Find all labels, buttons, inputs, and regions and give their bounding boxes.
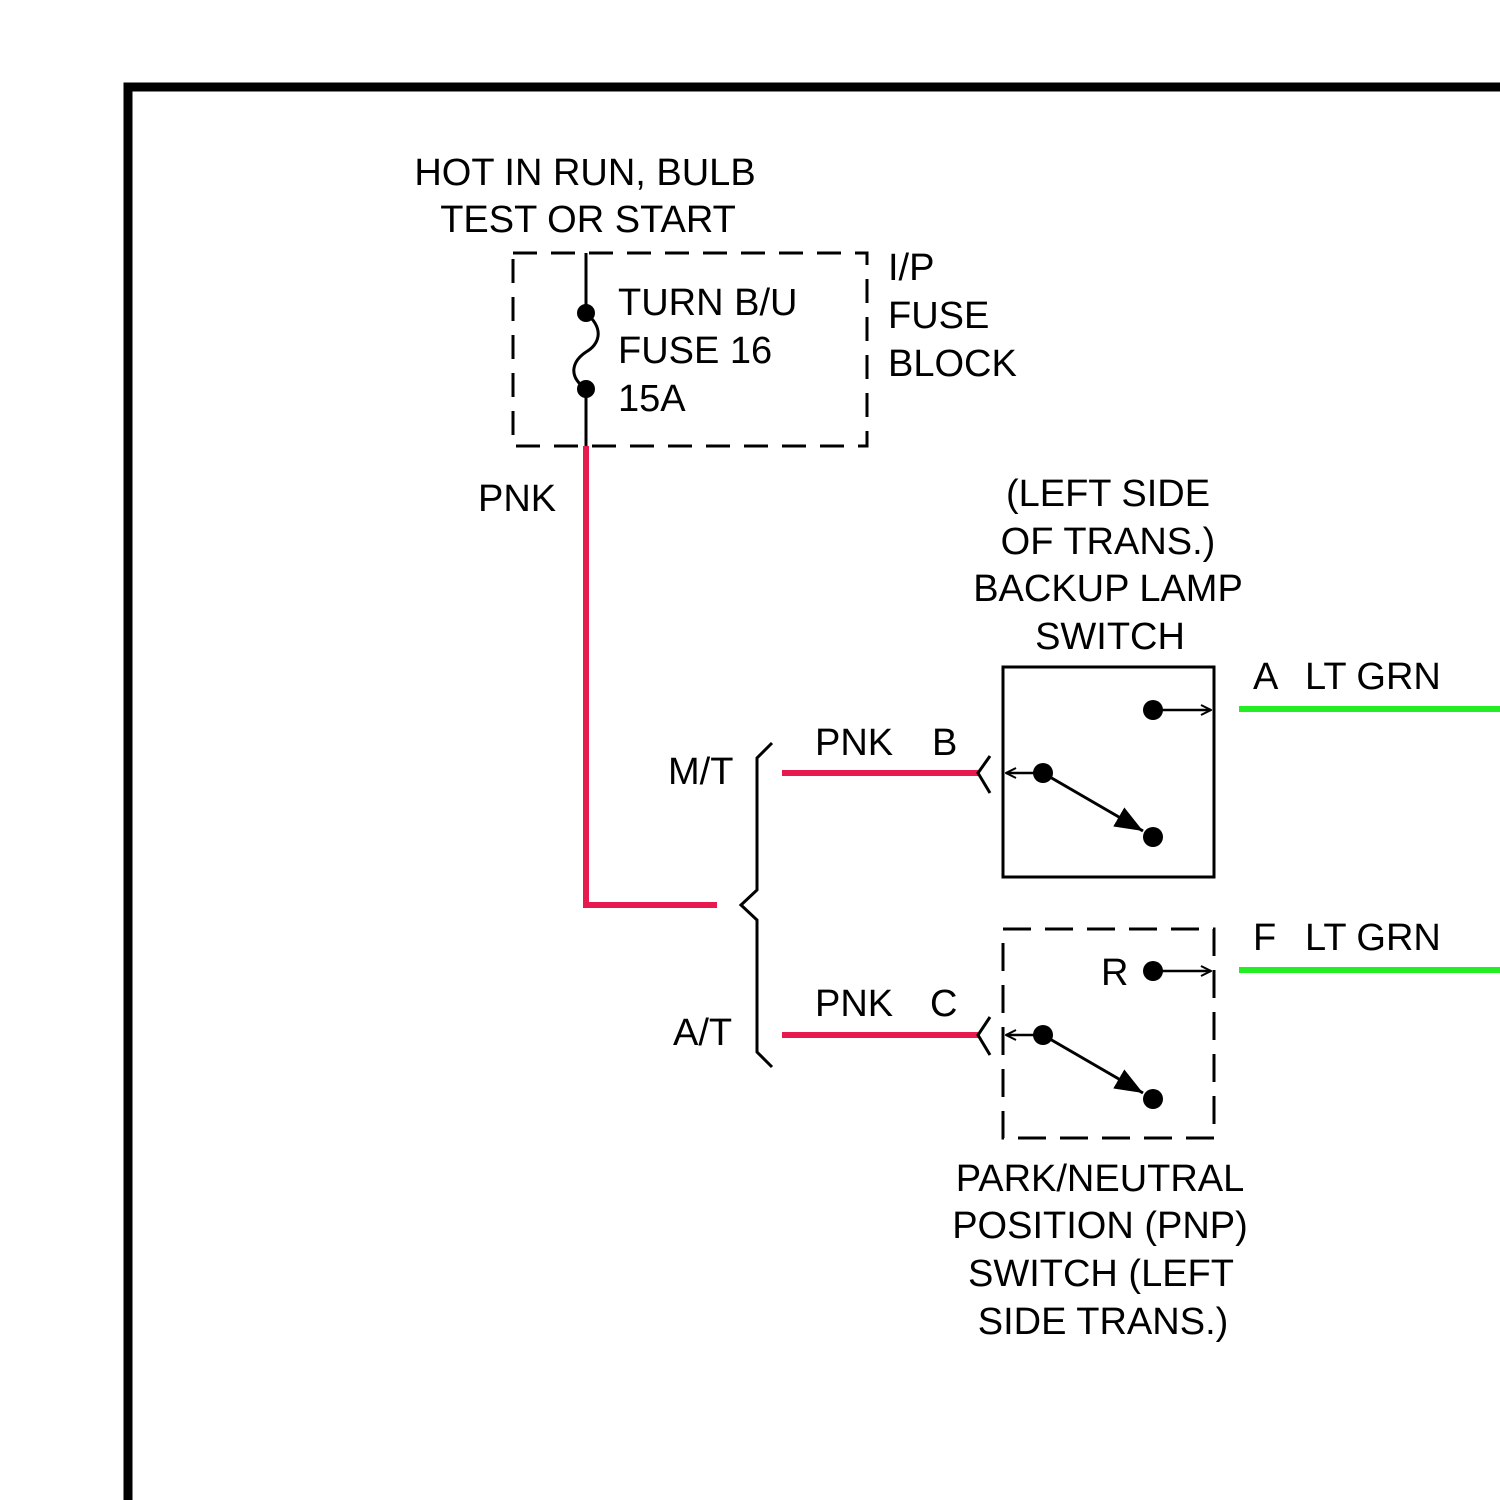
backup-out-color-label: LT GRN: [1305, 656, 1441, 698]
mt-connector-symbol: [978, 756, 990, 793]
pnp-switch-label-line3: SWITCH (LEFT: [968, 1253, 1234, 1295]
main-pnk-wire: [586, 446, 717, 905]
fuse-block-name-line3: BLOCK: [888, 343, 1017, 385]
page-frame: [128, 87, 1500, 1500]
fuse-element: [574, 313, 598, 389]
mt-connector-label: B: [932, 722, 957, 764]
backup-switch-label-line2: OF TRANS.): [1001, 521, 1216, 563]
fuse-block-name-line2: FUSE: [888, 295, 989, 337]
main-wire-color-label: PNK: [478, 478, 556, 520]
backup-switch-label-line1: (LEFT SIDE: [1006, 473, 1210, 515]
pnp-switch-label-line2: POSITION (PNP): [952, 1205, 1248, 1247]
fuse-terminal-top: [577, 304, 595, 322]
pnp-out-color-label: LT GRN: [1305, 917, 1441, 959]
fuse-terminal-bottom: [577, 380, 595, 398]
pnp-switch-blade: [1043, 1035, 1143, 1093]
at-wire-color-label: PNK: [815, 983, 893, 1025]
backup-switch-blade: [1043, 773, 1143, 831]
backup-switch-label-line4: SWITCH: [1035, 616, 1185, 658]
power-source-label-line1: HOT IN RUN, BULB: [414, 152, 755, 194]
pnp-out-connector-label: F: [1253, 917, 1276, 959]
pnp-switch-position-label: R: [1101, 952, 1128, 994]
mt-wire-color-label: PNK: [815, 722, 893, 764]
backup-switch-label-line3: BACKUP LAMP: [973, 568, 1243, 610]
branch-brace: [741, 743, 772, 1067]
fuse-label-line2: FUSE 16: [618, 330, 772, 372]
pnp-switch-label-line1: PARK/NEUTRAL: [956, 1158, 1245, 1200]
at-connector-symbol: [978, 1017, 990, 1055]
power-source-label-line2: TEST OR START: [440, 199, 736, 241]
at-connector-label: C: [930, 983, 957, 1025]
pnp-switch-label-line4: SIDE TRANS.): [978, 1301, 1229, 1343]
at-branch-label: A/T: [673, 1012, 732, 1054]
fuse-label-line1: TURN B/U: [618, 282, 797, 324]
backup-switch-open-contact: [1143, 827, 1163, 847]
pnp-switch-open-contact: [1143, 1089, 1163, 1109]
mt-branch-label: M/T: [668, 751, 733, 793]
backup-out-connector-label: A: [1253, 656, 1279, 698]
fuse-block-name-line1: I/P: [888, 247, 934, 289]
fuse-label-line3: 15A: [618, 378, 686, 420]
